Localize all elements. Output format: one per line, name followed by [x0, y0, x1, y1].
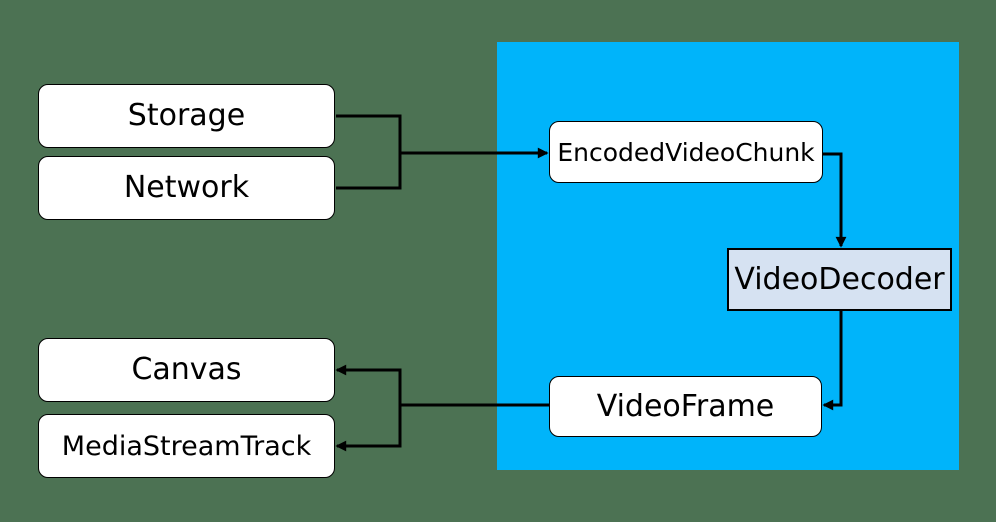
edge-storage-network-collector — [336, 114, 402, 190]
edge-video-decoder-to-video-frame — [822, 311, 843, 411]
node-encoded-video-chunk: EncodedVideoChunk — [549, 121, 823, 183]
node-storage: Storage — [38, 84, 335, 148]
node-canvas: Canvas — [38, 338, 335, 402]
node-media-stream-track: MediaStreamTrack — [38, 414, 335, 478]
node-video-frame: VideoFrame — [549, 376, 822, 437]
edge-encoded-video-chunk-to-video-decoder — [823, 152, 847, 248]
node-network: Network — [38, 156, 335, 220]
node-video-decoder: VideoDecoder — [727, 248, 952, 311]
